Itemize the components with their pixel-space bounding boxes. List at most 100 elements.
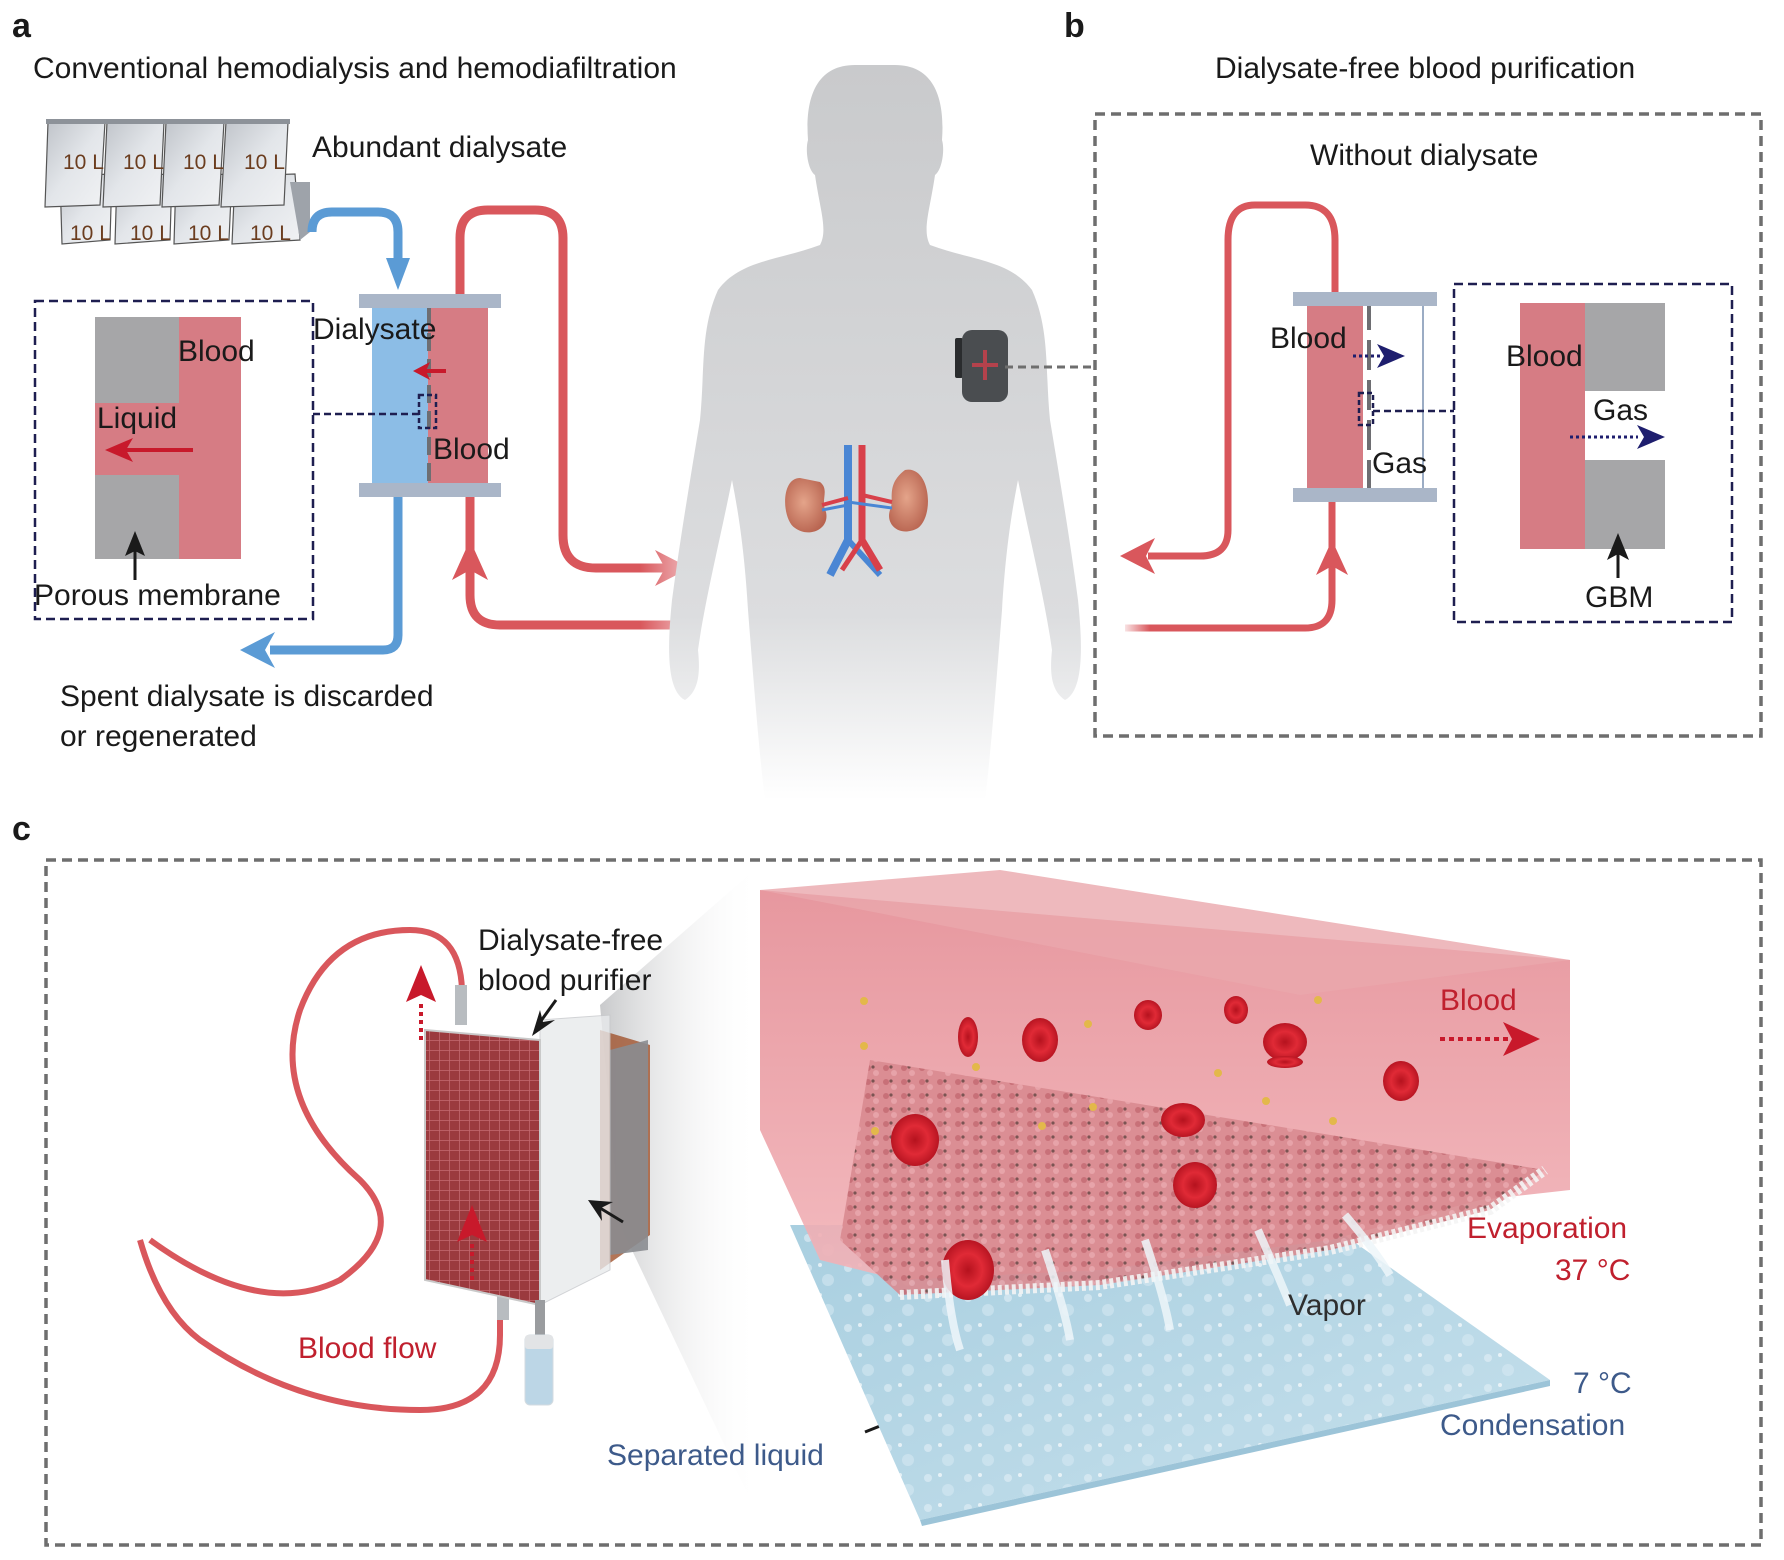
- rbc: [1161, 1103, 1205, 1137]
- dialyzer-blood-compartment: [428, 307, 488, 483]
- dialysate-inflow-line: [307, 207, 403, 262]
- zoom-marker: [417, 393, 438, 430]
- b-bottom-cap: [1293, 488, 1437, 502]
- without-dialysate-label: Without dialysate: [1310, 139, 1538, 172]
- blood-supply-arrowhead: [452, 540, 488, 580]
- vapor-label: Vapor: [1288, 1289, 1366, 1322]
- liquid-pointer-arrow: [599, 1206, 624, 1224]
- bag-label: 10 L: [183, 151, 224, 174]
- condensation-temperature: 7 °C: [1573, 1367, 1632, 1400]
- bag-label: 10 L: [70, 222, 111, 245]
- panel-c-border: [44, 858, 1763, 1547]
- separated-liquid-label: Separated liquid: [607, 1439, 824, 1472]
- b-blood-return-arrowhead: [1120, 538, 1155, 574]
- dialyzer-dialysate-label: Dialysate: [313, 313, 436, 346]
- panel-a-letter: a: [12, 7, 32, 45]
- blood-return-line: [455, 205, 680, 573]
- panel-b-border: [1093, 112, 1763, 738]
- panel-a: a Conventional hemodialysis and hemodiaf…: [12, 7, 690, 753]
- panel-c-letter: c: [12, 810, 31, 848]
- b-inset-gbm-top: [1585, 303, 1665, 391]
- porous-membrane-label: Porous membrane: [34, 579, 281, 612]
- b-device-blood-label: Blood: [1270, 322, 1347, 355]
- b-inset-gbm-bottom: [1585, 460, 1665, 549]
- panel-b-title: Dialysate-free blood purification: [1215, 52, 1635, 85]
- medical-cross-icon: [972, 350, 998, 380]
- body-silhouette: [669, 65, 1081, 800]
- bag-label: 10 L: [130, 222, 171, 245]
- bag-label: 10 L: [63, 151, 104, 174]
- bag-label: 10 L: [250, 222, 291, 245]
- left-kidney: [785, 478, 827, 533]
- gbm-inset: Blood Gas GBM: [1452, 282, 1734, 624]
- spent-dialysate-label-line2: or regenerated: [60, 720, 257, 753]
- inset-blood-channel: [179, 317, 241, 559]
- rbc: [1224, 996, 1248, 1024]
- bag-label: 10 L: [123, 151, 164, 174]
- rbc: [891, 1114, 939, 1166]
- dialyzer-blood-label: Blood: [433, 433, 510, 466]
- red-blood-cells: [860, 996, 1419, 1300]
- rbc: [1173, 1162, 1217, 1208]
- blood-flow-arrows: [406, 965, 487, 1280]
- dialysate-bags: 10 L 10 L 10 L 10 L 10 L 10 L 10 L 10 L: [44, 119, 310, 245]
- condensation-label: Condensation: [1440, 1409, 1625, 1442]
- abundant-dialysate-label: Abundant dialysate: [312, 131, 567, 164]
- bag-label: 10 L: [188, 222, 229, 245]
- rbc: [1267, 1056, 1303, 1068]
- inset-border: [33, 299, 315, 621]
- panel-c: c: [12, 810, 1763, 1547]
- b-blood-return-line: [1148, 201, 1339, 560]
- bag-row-front: [44, 119, 290, 208]
- c-blood-label: Blood: [1440, 984, 1517, 1017]
- panel-b-letter: b: [1064, 7, 1085, 45]
- inset-liquid-label: Liquid: [97, 402, 177, 435]
- evaporation-temperature: 37 °C: [1555, 1254, 1630, 1287]
- outlet-tubing: [148, 926, 465, 1297]
- b-device-gas-label: Gas: [1372, 447, 1427, 480]
- blood-surface: [760, 870, 1570, 995]
- magnification-cone: [600, 865, 760, 1520]
- dialyzer-bottom-cap: [359, 483, 501, 497]
- dialysate-free-device: Blood Gas: [1270, 292, 1454, 502]
- b-blood-supply-arrowhead: [1316, 540, 1348, 575]
- b-zoom-marker: [1357, 391, 1375, 427]
- purifier-label-line2: blood purifier: [478, 964, 651, 997]
- rbc: [1263, 1023, 1307, 1061]
- dialyzer-top-cap: [359, 294, 501, 308]
- b-blood-compartment: [1307, 300, 1363, 496]
- gbm-label: GBM: [1585, 581, 1653, 614]
- purifier-label-line1: Dialysate-free: [478, 924, 663, 957]
- inset-blood-label: Blood: [178, 335, 255, 368]
- blood-supply-line: [465, 495, 680, 630]
- rbc: [958, 1017, 978, 1057]
- right-kidney: [889, 469, 928, 532]
- panel-b: b Dialysate-free blood purification With…: [1064, 7, 1763, 738]
- inset-pore: [95, 403, 179, 475]
- rbc: [1022, 1018, 1058, 1062]
- spent-dialysate-label-line1: Spent dialysate is discarded: [60, 680, 434, 713]
- b-inset-blood-label: Blood: [1506, 340, 1583, 373]
- panel-a-title: Conventional hemodialysis and hemodiafil…: [33, 52, 677, 85]
- dialysate-inflow-arrowhead: [386, 258, 410, 290]
- blood-flow-label: Blood flow: [298, 1332, 437, 1365]
- purifier-front-panel: [424, 1028, 541, 1307]
- b-inset-blood-channel: [1520, 303, 1585, 549]
- bag-label: 10 L: [244, 151, 285, 174]
- inlet-tubing: [137, 1239, 503, 1414]
- human-body-illustration: [669, 65, 1095, 800]
- b-blood-supply-line: [1125, 500, 1336, 632]
- rbc: [942, 1240, 994, 1300]
- b-inset-gas-label: Gas: [1593, 394, 1648, 427]
- dialyzer: Dialysate Blood: [313, 294, 510, 497]
- b-top-cap: [1293, 292, 1437, 306]
- purifier-device-render: [424, 985, 650, 1406]
- rbc: [1383, 1061, 1419, 1101]
- wearable-purifier-device: [955, 330, 1008, 402]
- evaporation-label: Evaporation: [1467, 1212, 1627, 1245]
- rbc: [1134, 1000, 1162, 1030]
- blood-channel-block: [760, 870, 1570, 1300]
- vapor-arrows: [941, 1212, 1394, 1352]
- dialysate-outflow-line: [270, 495, 403, 655]
